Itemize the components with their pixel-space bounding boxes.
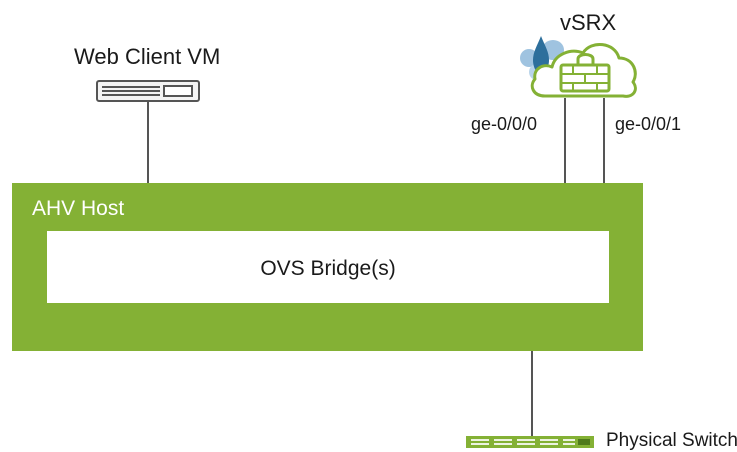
ovs-bridge-label: OVS Bridge(s) [260,257,396,280]
vm-host-connector [147,101,149,183]
physical-switch-label: Physical Switch [606,430,737,451]
server-icon [96,80,200,102]
ovs-bridge-box: OVS Bridge(s) [47,231,609,303]
ahv-host-label: AHV Host [32,197,125,220]
vsrx-port-right-connector [603,98,605,183]
port-ge-0-0-1-label: ge-0/0/1 [615,114,682,134]
web-client-vm-label: Web Client VM [74,44,221,69]
cloud-firewall-icon [520,36,637,98]
vsrx-port-left-connector [564,98,566,183]
port-ge-0-0-0-label: ge-0/0/0 [471,114,538,134]
vsrx-label: vSRX [560,10,617,35]
switch-icon [466,436,594,448]
host-switch-connector [531,351,533,436]
